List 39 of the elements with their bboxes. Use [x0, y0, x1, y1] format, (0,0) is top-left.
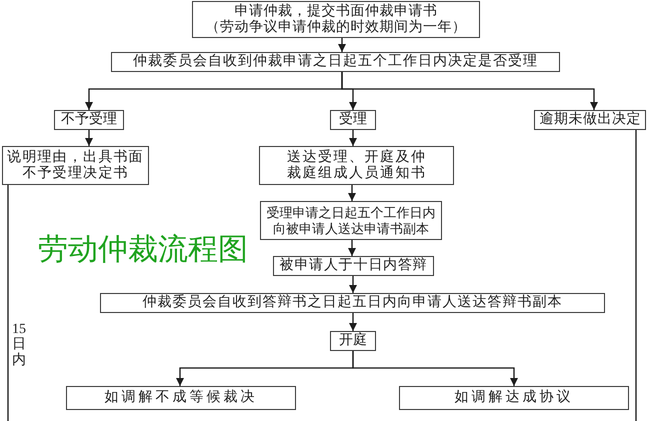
box-text: 受理	[339, 112, 367, 128]
box-text: 申请仲裁，提交书面仲裁申请书	[234, 4, 438, 19]
box-text: 仲裁委员会自收到答辩书之日起五日内向申请人送达答辩书副本	[142, 295, 562, 311]
arrow	[348, 240, 356, 256]
process-box	[259, 146, 454, 185]
box-text: （劳动争议申请仲裁的时效期间为一年）	[206, 20, 466, 36]
process-box	[534, 110, 646, 130]
process-box	[100, 293, 605, 313]
edge-label: 15日内	[12, 322, 26, 368]
process-box	[273, 256, 434, 276]
arrow	[85, 130, 93, 146]
arrow	[349, 313, 357, 331]
process-box	[111, 52, 560, 72]
process-box	[260, 201, 442, 240]
box-text: 如调解不成等候裁决	[104, 390, 258, 406]
diagram-title: 劳动仲裁流程图	[38, 232, 248, 268]
box-text: 受理申请之日起五个工作日内向被申请人送达申请书副本	[266, 204, 436, 236]
arrow	[341, 72, 598, 110]
arrow	[352, 351, 518, 386]
arrow	[349, 276, 357, 293]
box-text: 仲裁委员会自收到仲裁申请之日起五个工作日内决定是否受理	[133, 54, 538, 70]
arrow	[349, 130, 357, 146]
arrow	[348, 185, 356, 201]
process-box	[399, 386, 629, 410]
arrow	[338, 38, 346, 52]
box-text: 说明理由，出具书面不予受理决定书	[6, 150, 145, 182]
box-text: 如调解达成协议	[454, 390, 574, 406]
process-box	[192, 1, 480, 38]
box-text: 逾期未做出决定	[539, 112, 641, 128]
process-box	[330, 331, 376, 351]
process-box	[54, 110, 124, 130]
box-text: 送达受理、开庭及仲裁庭组成人员通知书	[286, 150, 428, 182]
process-box	[66, 386, 296, 410]
process-box	[330, 110, 376, 130]
box-text: 不予受理	[61, 112, 117, 128]
box-text: 开庭	[339, 333, 367, 349]
box-text: 被申请人于十日内答辩	[280, 258, 428, 274]
connector-line	[7, 185, 9, 421]
connector-line	[635, 130, 637, 421]
